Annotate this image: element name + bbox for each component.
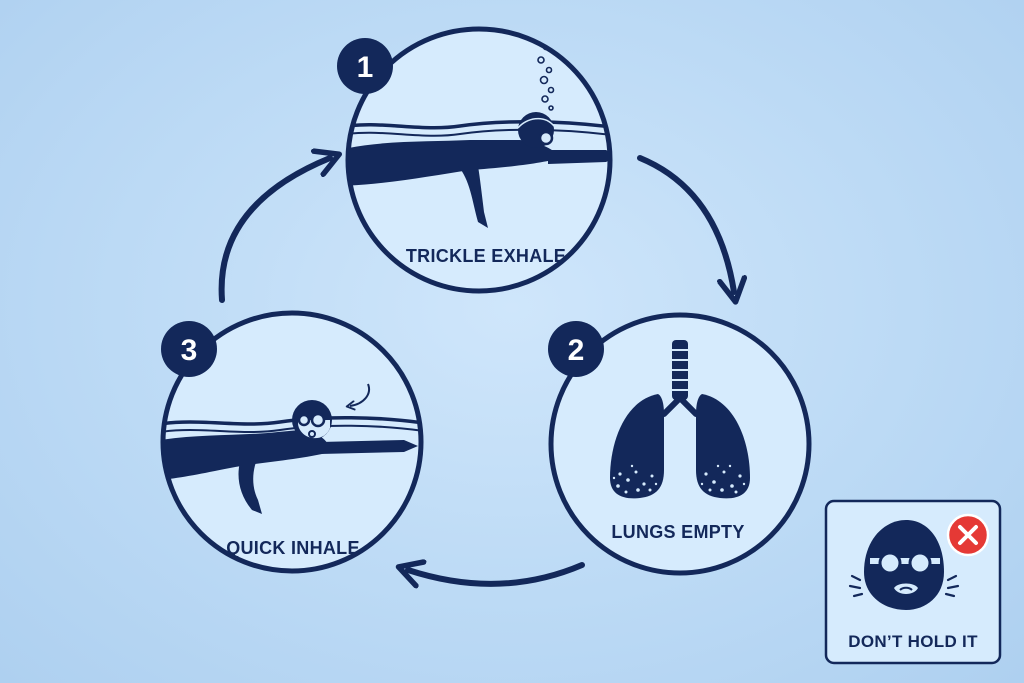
swimmer-exhaling-bubbles-icon (348, 43, 610, 228)
step-1-label: TRICKLE EXHALE (406, 246, 566, 266)
warning-label: DON’T HOLD IT (848, 632, 978, 651)
cycle-arrow-1-to-2 (637, 155, 734, 292)
dont-hold-it-card: DON’T HOLD IT (824, 499, 1002, 665)
cycle-arrow-3-to-1 (218, 158, 330, 303)
step-2-number: 2 (568, 334, 585, 367)
cycle-arrow-2-to-3 (408, 565, 585, 584)
step-1-badge (337, 38, 393, 94)
step-2: LUNGS EMPTY 2 (548, 312, 812, 576)
step-3-number: 3 (181, 334, 198, 367)
step-3-label: QUICK INHALE (226, 538, 360, 558)
step-1-number: 1 (357, 51, 374, 84)
step-1: TRICKLE EXHALE 1 (337, 26, 613, 294)
swimmer-turning-to-breathe-icon (163, 383, 421, 514)
lungs-icon (610, 340, 750, 499)
x-cross-icon (946, 513, 990, 557)
step-3-badge (161, 321, 217, 377)
step-2-circle (548, 312, 812, 576)
puffed-cheeks-face-icon (848, 520, 960, 610)
step-2-label: LUNGS EMPTY (611, 522, 744, 542)
step-3: QUICK INHALE 3 (160, 310, 424, 574)
step-2-badge (548, 321, 604, 377)
